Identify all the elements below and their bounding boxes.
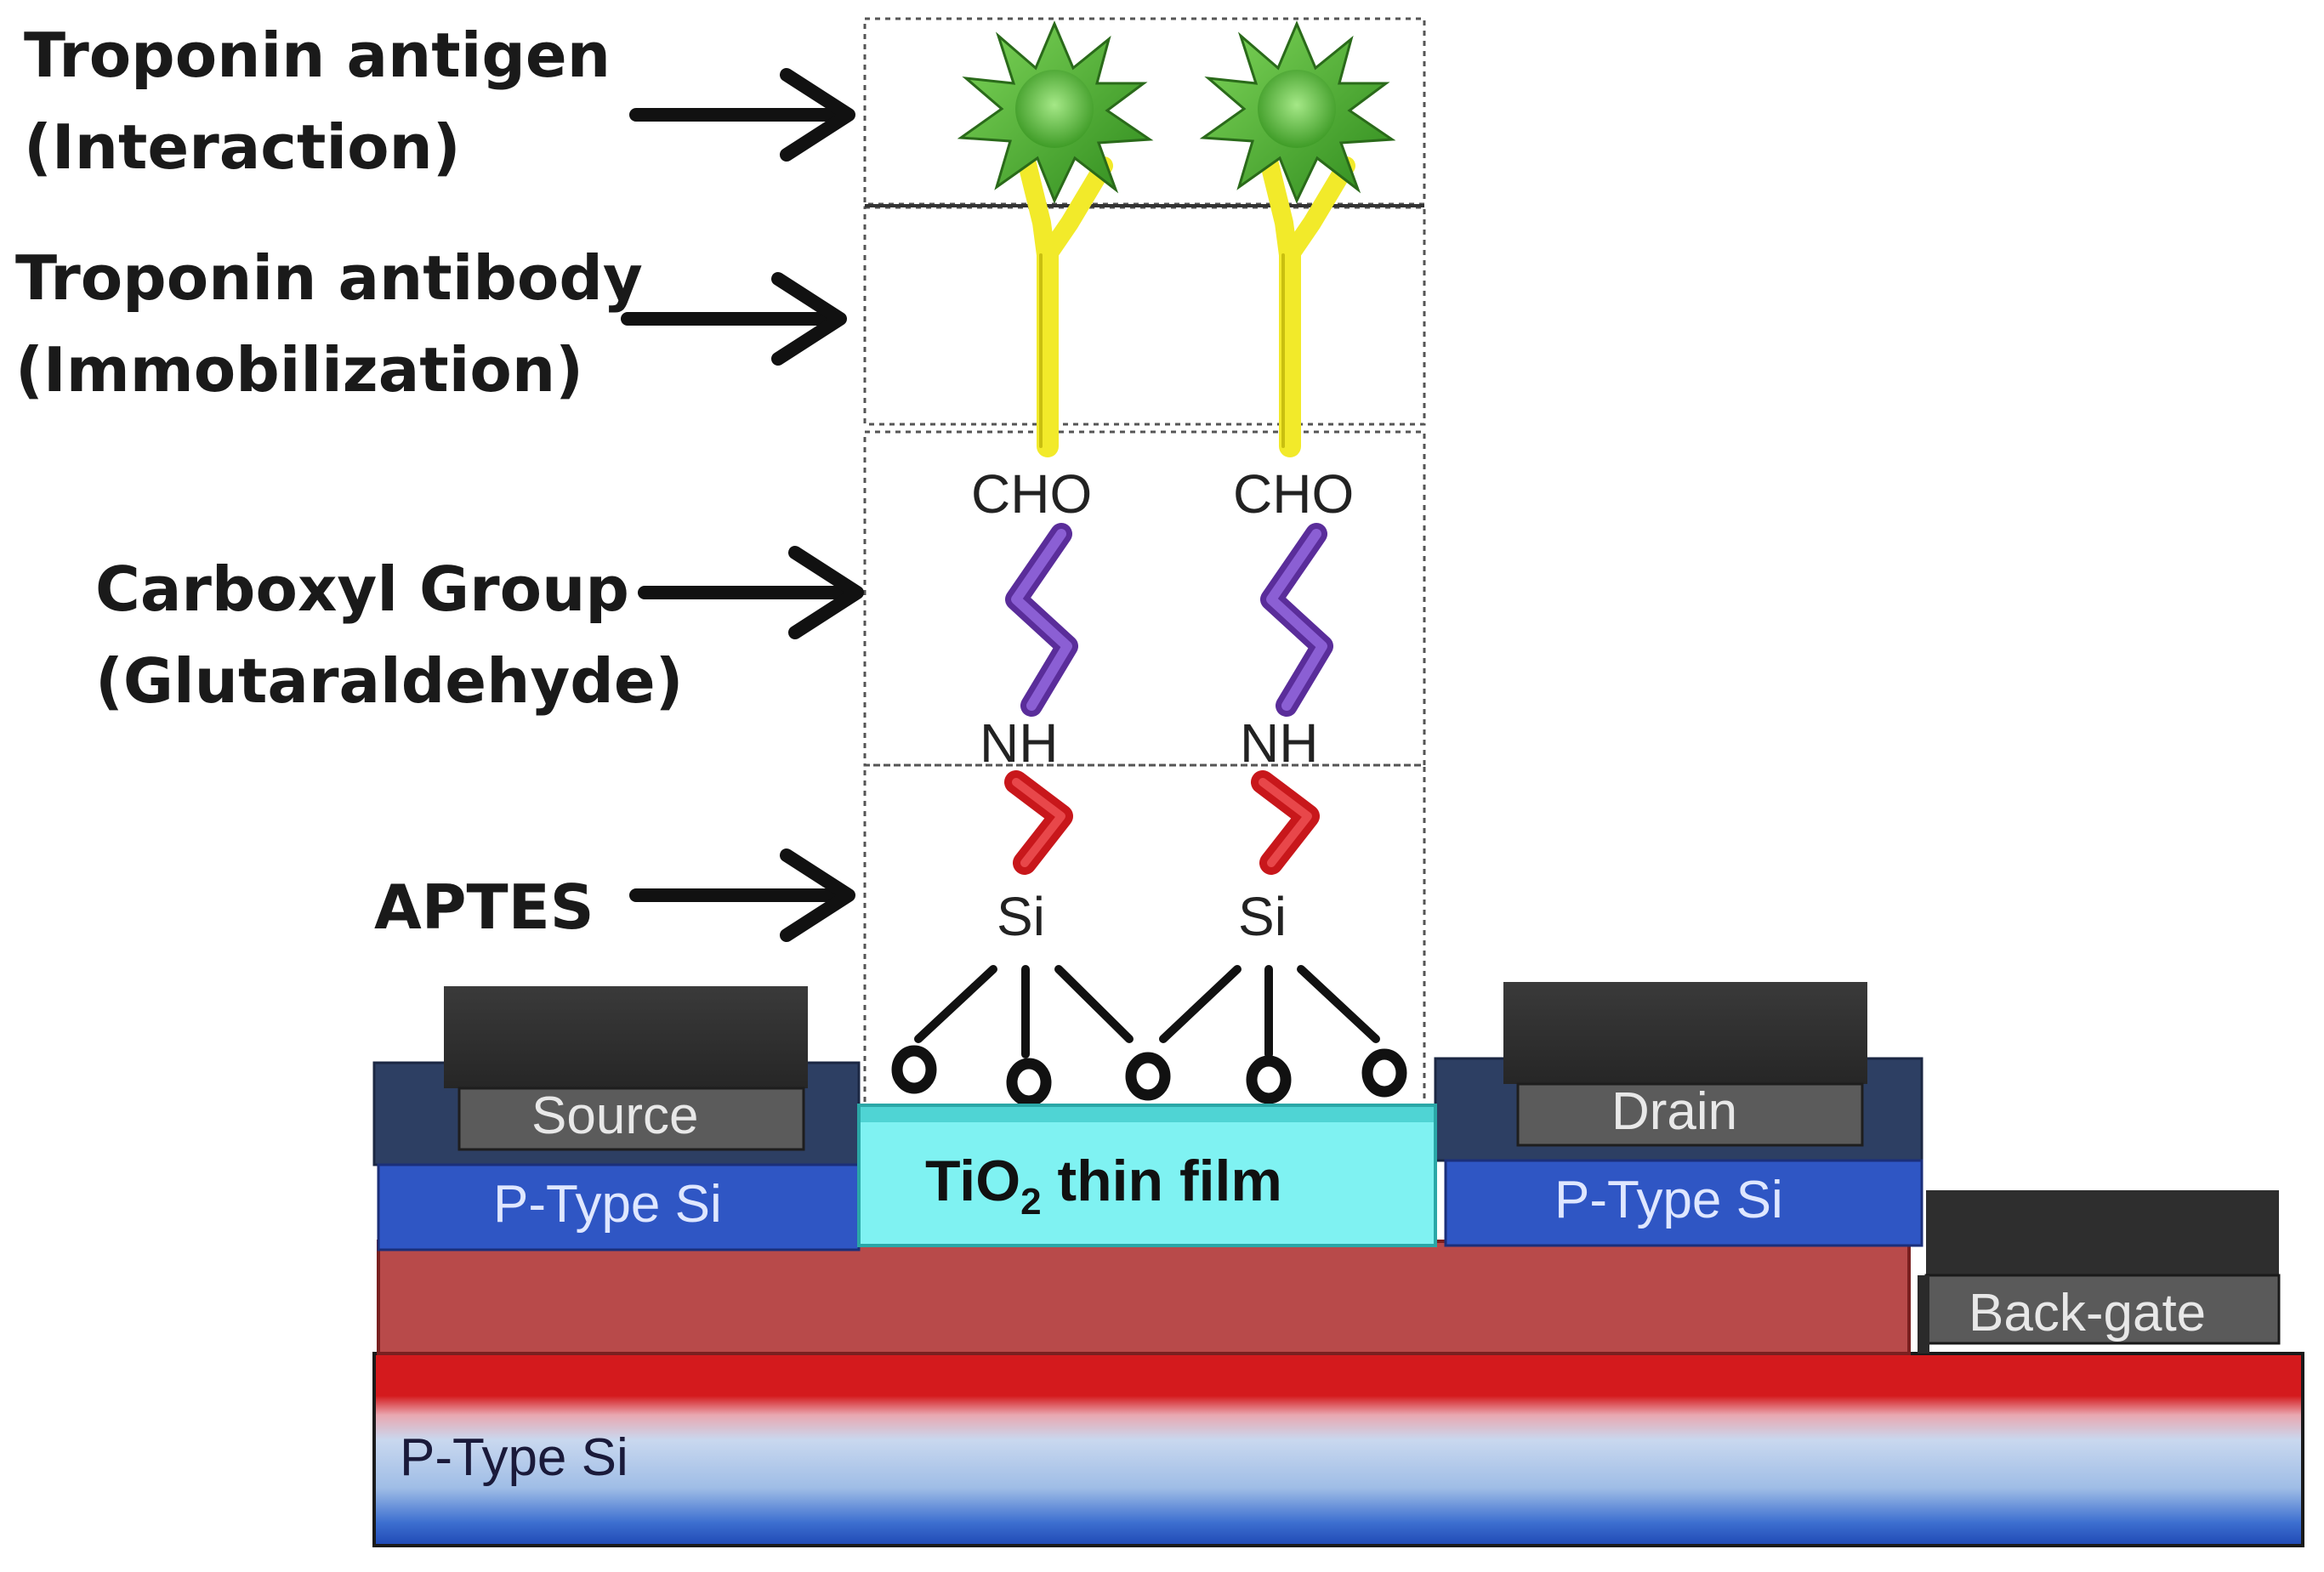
arrow-antigen-icon [629, 68, 855, 162]
drain-region: P-Type Si Drain [1434, 982, 1923, 1247]
arrow-aptes-icon [629, 848, 855, 942]
oxide-layer [377, 1240, 1911, 1355]
cho-left: CHO [971, 463, 1092, 525]
back-gate-label: Back-gate [1969, 1284, 2206, 1342]
antibodies [1007, 110, 1355, 457]
label-carboxyl-line1: Carboxyl Group [95, 553, 629, 625]
tio2-label-main: TiO [925, 1149, 1020, 1213]
glutaraldehyde-left-icon [1005, 523, 1078, 717]
cho-right: CHO [1233, 463, 1354, 525]
label-antibody-line2: (Immobilization) [15, 334, 583, 406]
label-aptes: APTES [374, 871, 594, 943]
nh-right: NH [1240, 712, 1318, 774]
ptype-substrate-label: P-Type Si [400, 1428, 628, 1487]
tio2-label-sub: 2 [1020, 1181, 1041, 1223]
label-antibody-line1: Troponin antibody [15, 242, 643, 314]
oxygen-5-icon [1361, 1048, 1407, 1098]
si-bonds [914, 965, 1380, 1058]
label-carboxyl-line2: (Glutaraldehyde) [95, 645, 684, 717]
label-antigen-line2: (Interaction) [24, 111, 461, 183]
box-antibody [863, 206, 1426, 426]
oxygen-1-icon [891, 1045, 937, 1094]
si-right: Si [1238, 886, 1287, 947]
glutaraldehyde-right-icon [1260, 523, 1333, 717]
arrow-carboxyl-icon [638, 546, 864, 639]
nh-left: NH [980, 712, 1058, 774]
oxygen-2-icon [1006, 1058, 1052, 1107]
box-glutaraldehyde [863, 430, 1426, 767]
arrow-antibody-icon [621, 272, 847, 366]
aptes-links [1004, 770, 1320, 875]
glutaraldehyde-chains [1005, 523, 1333, 717]
source-region: P-Type Si Source [372, 986, 861, 1251]
tio2-label: TiO2 thin film [925, 1149, 1282, 1223]
antigens [957, 20, 1396, 204]
tio2-film: TiO2 thin film [857, 1104, 1437, 1247]
oxygen-3-icon [1125, 1052, 1171, 1101]
antigen-left-icon [957, 20, 1154, 204]
source-label: Source [531, 1087, 698, 1145]
antibody-left-icon [1007, 110, 1113, 457]
ptype-left-label: P-Type Si [493, 1175, 722, 1234]
back-gate-contact: Back-gate [1918, 1190, 2281, 1354]
arrows [621, 68, 864, 942]
tio2-label-rest: thin film [1042, 1149, 1282, 1213]
oxygen-atoms [891, 1045, 1407, 1107]
oxygen-4-icon [1246, 1055, 1292, 1104]
si-left: Si [997, 886, 1045, 947]
substrate: P-Type Si [372, 1352, 2304, 1547]
antigen-right-icon [1199, 20, 1396, 204]
ptype-right-label: P-Type Si [1554, 1171, 1783, 1229]
drain-label: Drain [1611, 1082, 1737, 1141]
label-antigen-line1: Troponin antigen [24, 20, 611, 91]
